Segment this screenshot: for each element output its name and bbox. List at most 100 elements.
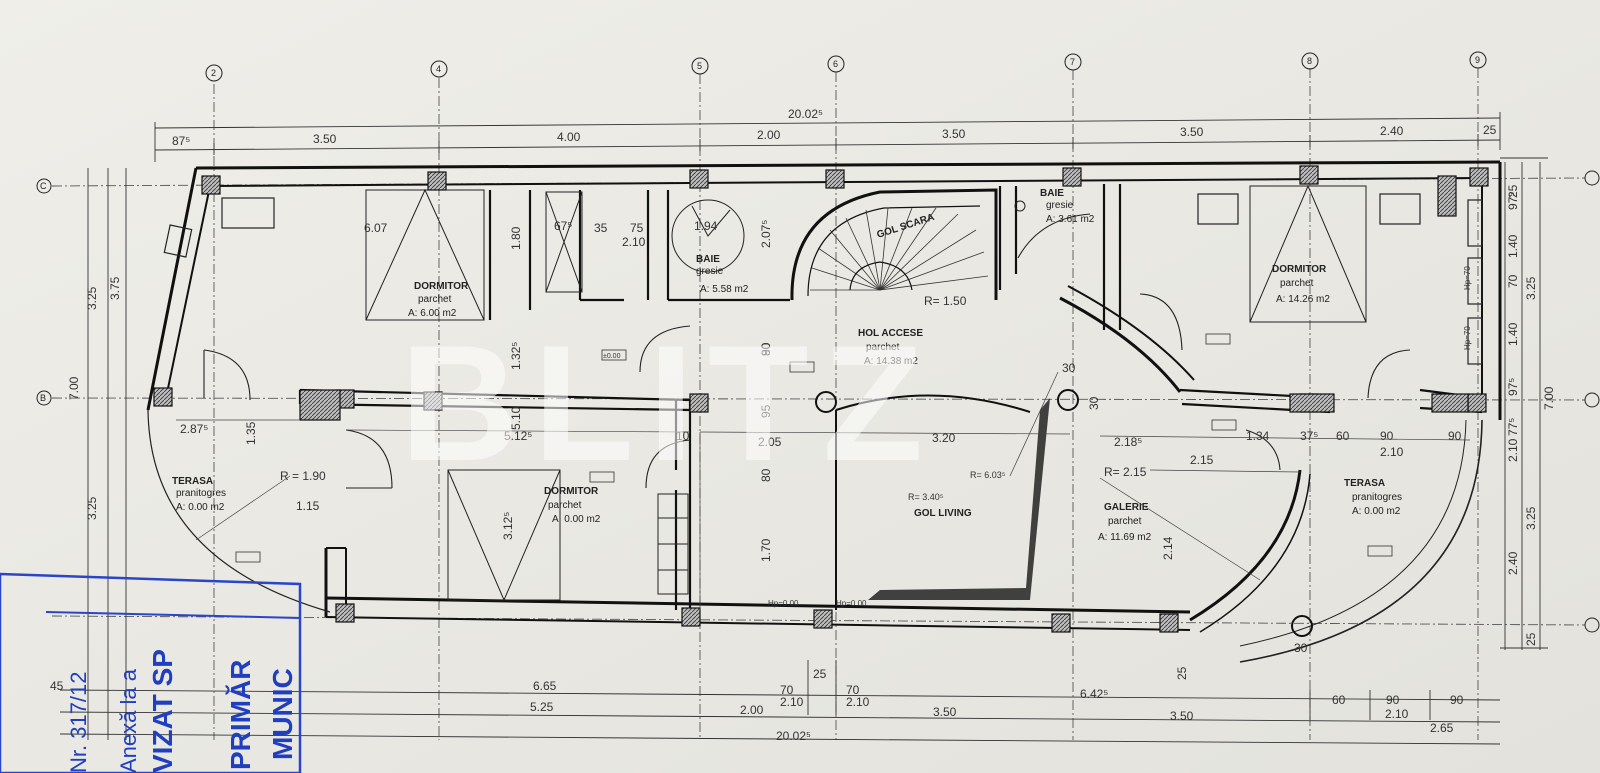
approval-stamp: MUNIC PRIMĂR VIZAT SP Anexă la a Nr. 317… xyxy=(0,572,302,773)
inner-dim: 2.10 xyxy=(622,235,646,249)
dim-bottom: 2.10 xyxy=(780,695,804,709)
dim-left: 3.75 xyxy=(108,276,122,300)
left-dimension-lines xyxy=(87,168,127,740)
room-name-dormitor-2: DORMITOR xyxy=(1272,264,1327,275)
dim-right: 1.40 xyxy=(1506,234,1520,258)
room-name-terasa-1: TERASA xyxy=(172,476,213,487)
right-dimension-lines xyxy=(1500,157,1548,650)
inner-dim: 1.35 xyxy=(244,421,258,445)
room-area-baie-1: A: 5.58 m2 xyxy=(700,284,749,295)
inner-dim: 2.18⁵ xyxy=(1114,435,1142,449)
inner-dim: 95 xyxy=(759,404,773,418)
inner-dim: 67⁵ xyxy=(554,219,572,233)
inner-dim: 30 xyxy=(1087,396,1101,410)
dim-top-seg: 3.50 xyxy=(942,127,966,141)
axis-label-6: 6 xyxy=(833,59,838,69)
stamp-line-2: PRIMĂR xyxy=(225,660,256,770)
room-floor-terasa-2: pranitogres xyxy=(1352,492,1402,503)
inner-dim: 1.34 xyxy=(1246,429,1270,443)
inner-dim: 1.80 xyxy=(509,226,523,250)
inner-dim: 5.10 xyxy=(509,406,523,430)
dim-bottom-small: 25 xyxy=(813,667,827,681)
stamp-line-5: Nr. 317/12 xyxy=(66,671,91,773)
inner-dim: 5.12⁵ xyxy=(504,429,532,443)
dim-bottom: 2.00 xyxy=(740,703,764,717)
dim-bottom: 6.65 xyxy=(533,679,557,693)
dim-bottom: 60 xyxy=(1332,693,1346,707)
dim-left: 3.25 xyxy=(85,496,99,520)
inner-dim: 1.70 xyxy=(759,538,773,562)
inner-dim: 80 xyxy=(759,468,773,482)
dim-left: 7.00 xyxy=(67,376,81,400)
room-name-terasa-2: TERASA xyxy=(1344,478,1385,489)
inner-leader-lines xyxy=(176,371,1471,610)
inner-dim: 2.14 xyxy=(1161,536,1175,560)
inner-dim: 25 xyxy=(1175,666,1189,680)
galerie-curved-edge xyxy=(1189,469,1302,622)
inner-dim: 2.05 xyxy=(758,435,782,449)
watermark: BLITZ xyxy=(400,311,937,495)
inner-dim: 90 xyxy=(759,342,773,356)
dim-bottom: 2.65 xyxy=(1430,721,1454,735)
inner-dim: 35 xyxy=(594,221,608,235)
room-floor-dormitor-2: parchet xyxy=(1280,278,1314,289)
dim-left: 3.25 xyxy=(85,286,99,310)
room-name-baie-2: BAIE xyxy=(1040,188,1064,199)
inner-dim: Hp=70 xyxy=(1463,266,1472,290)
dim-top-total: 20.02⁵ xyxy=(788,107,823,121)
spiral-staircase xyxy=(790,188,998,301)
living-void-wedge xyxy=(868,398,1050,600)
room-area-terasa-2: A: 0.00 m2 xyxy=(1352,506,1401,517)
room-area-terasa-1: A: 0.00 m2 xyxy=(176,502,225,513)
door-swings xyxy=(203,213,1411,489)
room-labels: DORMITOR parchet A: 6.00 m2 BAIE gresie … xyxy=(172,188,1402,543)
room-name-dormitor-3: DORMITOR xyxy=(544,486,599,497)
axis-label-8: 8 xyxy=(1307,56,1312,66)
room-area-dormitor-3: A: 0.00 m2 xyxy=(552,514,601,525)
axis-label-2: 2 xyxy=(211,68,216,78)
inner-dim: 30 xyxy=(1062,361,1076,375)
dim-right: 3.25 xyxy=(1524,276,1538,300)
room-area-hol-accese: A: 14.38 m2 xyxy=(864,356,918,367)
inner-dim: 1.15 xyxy=(296,499,320,513)
axis-label-4: 4 xyxy=(436,64,441,74)
inner-dim: 30 xyxy=(1294,641,1308,655)
room-area-dormitor-2: A: 14.26 m2 xyxy=(1276,294,1330,305)
terrace-left-arc xyxy=(147,409,331,613)
living-arch xyxy=(835,394,1031,413)
axis-label-9: 9 xyxy=(1475,55,1480,65)
inner-dim: 3.20 xyxy=(932,431,956,445)
inner-dim: 90 xyxy=(1380,429,1394,443)
axis-label-b-left: B xyxy=(40,393,46,403)
stamp-line-4: Anexă la a xyxy=(116,668,141,773)
inner-dim: 2.07⁵ xyxy=(759,220,773,248)
dim-top-seg: 3.50 xyxy=(313,132,337,146)
dim-right: 2.40 xyxy=(1506,551,1520,575)
dim-right: 7.00 xyxy=(1542,386,1556,410)
dim-top-seg: 87⁵ xyxy=(172,134,190,148)
dim-right: 97⁵ xyxy=(1506,192,1520,210)
inner-dim: R = 1.90 xyxy=(280,469,326,483)
room-floor-galerie: parchet xyxy=(1108,516,1142,527)
inner-dim: 10 xyxy=(676,429,690,443)
inner-dim: Hp=0.00 xyxy=(836,599,867,608)
dim-bottom: 70 xyxy=(846,683,860,697)
dim-top-seg: 2.40 xyxy=(1380,124,1404,138)
inner-dim: R= 6.03⁵ xyxy=(970,470,1006,480)
wardrobes xyxy=(365,184,1367,602)
room-floor-terasa-1: pranitogres xyxy=(176,488,226,499)
dim-right: 25 xyxy=(1524,632,1538,646)
inner-dim: 60 xyxy=(1336,429,1350,443)
inner-dim: 75 xyxy=(630,221,644,235)
room-floor-baie-2: gresie xyxy=(1046,200,1074,211)
terrace-right-arc xyxy=(1239,419,1483,663)
dim-top-seg: 4.00 xyxy=(557,130,581,144)
axis-label-7: 7 xyxy=(1070,57,1075,67)
dim-right: 25 xyxy=(1506,184,1520,198)
level-tag-value: ±0.00 xyxy=(603,353,621,360)
room-name-hol-accese: HOL ACCESE xyxy=(858,328,923,339)
dim-right: 77⁵ xyxy=(1506,418,1520,436)
room-area-galerie: A: 11.69 m2 xyxy=(1098,532,1152,543)
inner-dim: R= 3.40⁵ xyxy=(908,492,944,502)
